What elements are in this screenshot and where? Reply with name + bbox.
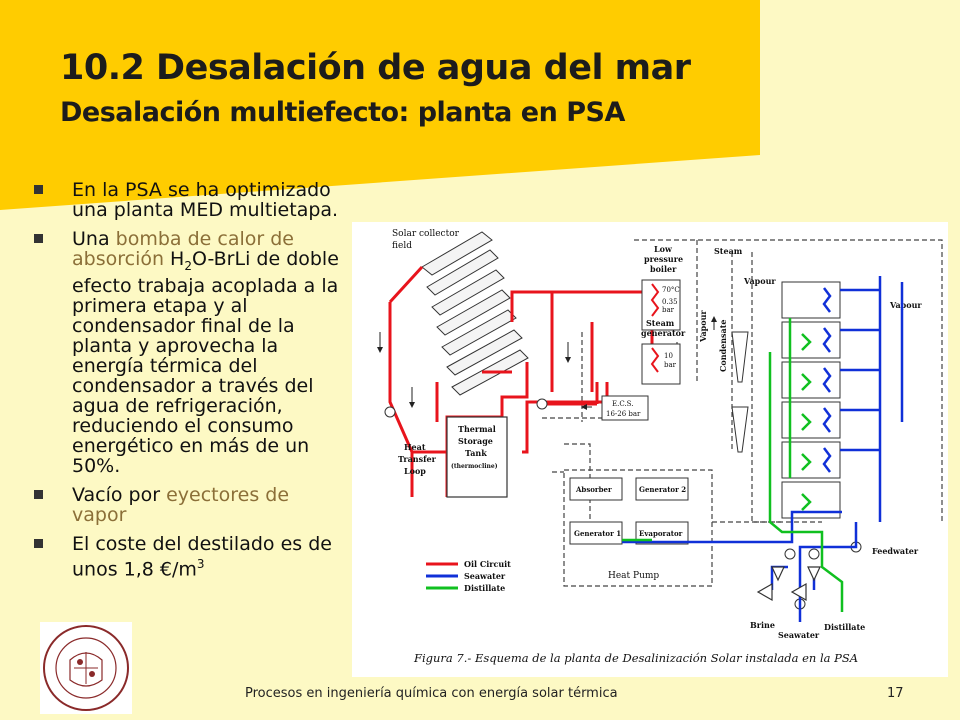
svg-text:E.C.S.: E.C.S.	[612, 400, 633, 408]
svg-text:Storage: Storage	[458, 436, 493, 446]
university-seal-logo	[40, 622, 132, 714]
svg-text:Transfer: Transfer	[398, 454, 437, 464]
legend-label: Seawater	[464, 571, 506, 581]
bullet-item: El coste del destilado es de unos 1,8 €/…	[34, 534, 344, 579]
svg-text:Distillate: Distillate	[824, 622, 865, 632]
legend-label: Oil Circuit	[464, 559, 511, 569]
svg-text:70°C: 70°C	[662, 286, 680, 294]
svg-text:10: 10	[664, 352, 673, 360]
svg-text:Low: Low	[654, 244, 673, 254]
bullet-item: Una bomba de calor de absorción H2O-BrLi…	[34, 229, 344, 476]
svg-text:generator: generator	[641, 328, 686, 338]
svg-text:Thermal: Thermal	[458, 424, 496, 434]
svg-text:Condensate: Condensate	[718, 320, 728, 373]
svg-text:pressure: pressure	[644, 254, 683, 264]
svg-text:16-26 bar: 16-26 bar	[606, 410, 641, 418]
svg-text:Vapour: Vapour	[743, 276, 776, 286]
bullet-marker-icon	[34, 538, 43, 548]
solar-collector-icon	[421, 231, 529, 396]
svg-text:Vapour: Vapour	[889, 300, 922, 310]
svg-text:Absorber: Absorber	[575, 485, 612, 494]
svg-text:Evaporator: Evaporator	[639, 529, 683, 538]
svg-text:Steam: Steam	[714, 246, 743, 256]
svg-text:field: field	[392, 241, 412, 251]
svg-text:(thermocline): (thermocline)	[451, 463, 498, 470]
svg-text:Feedwater: Feedwater	[872, 546, 919, 556]
figure-caption: Figura 7.- Esquema de la planta de Desal…	[413, 651, 858, 665]
svg-text:Heat Pump: Heat Pump	[608, 571, 659, 581]
svg-text:Generator 1: Generator 1	[574, 529, 621, 538]
svg-text:Steam: Steam	[646, 318, 675, 328]
svg-text:Heat: Heat	[404, 442, 426, 452]
svg-text:Vapour: Vapour	[698, 310, 708, 343]
bullet-marker-icon	[34, 234, 43, 243]
svg-text:Generator 2: Generator 2	[639, 485, 686, 494]
footer-text: Procesos en ingeniería química con energ…	[245, 686, 618, 701]
slide-subtitle: Desalación multiefecto: planta en PSA	[60, 97, 625, 128]
svg-text:bar: bar	[662, 306, 675, 314]
plant-schematic-figure: Solar collector field Low pressure boile…	[352, 222, 948, 677]
bullet-list: En la PSA se ha optimizado una planta ME…	[34, 180, 344, 588]
svg-text:Seawater: Seawater	[778, 630, 820, 640]
page-number: 17	[887, 686, 904, 701]
svg-text:bar: bar	[664, 361, 677, 369]
bullet-item: En la PSA se ha optimizado una planta ME…	[34, 180, 344, 220]
figure-legend: Oil Circuit Seawater Distillate	[426, 559, 511, 593]
svg-text:Loop: Loop	[404, 466, 426, 476]
svg-text:Brine: Brine	[750, 620, 775, 630]
highlight-text: eyectores de vapor	[72, 483, 290, 526]
highlight-text: bomba de calor de absorción	[72, 228, 294, 270]
bullet-marker-icon	[34, 489, 43, 499]
slide-title: 10.2 Desalación de agua del mar	[60, 48, 691, 88]
bullet-item: Vacío por eyectores de vapor	[34, 485, 344, 525]
svg-text:Tank: Tank	[465, 448, 487, 458]
svg-text:0.35: 0.35	[662, 298, 678, 306]
svg-text:boiler: boiler	[650, 264, 677, 274]
bullet-marker-icon	[34, 185, 43, 194]
legend-label: Distillate	[464, 583, 505, 593]
svg-text:Solar collector: Solar collector	[392, 229, 460, 239]
